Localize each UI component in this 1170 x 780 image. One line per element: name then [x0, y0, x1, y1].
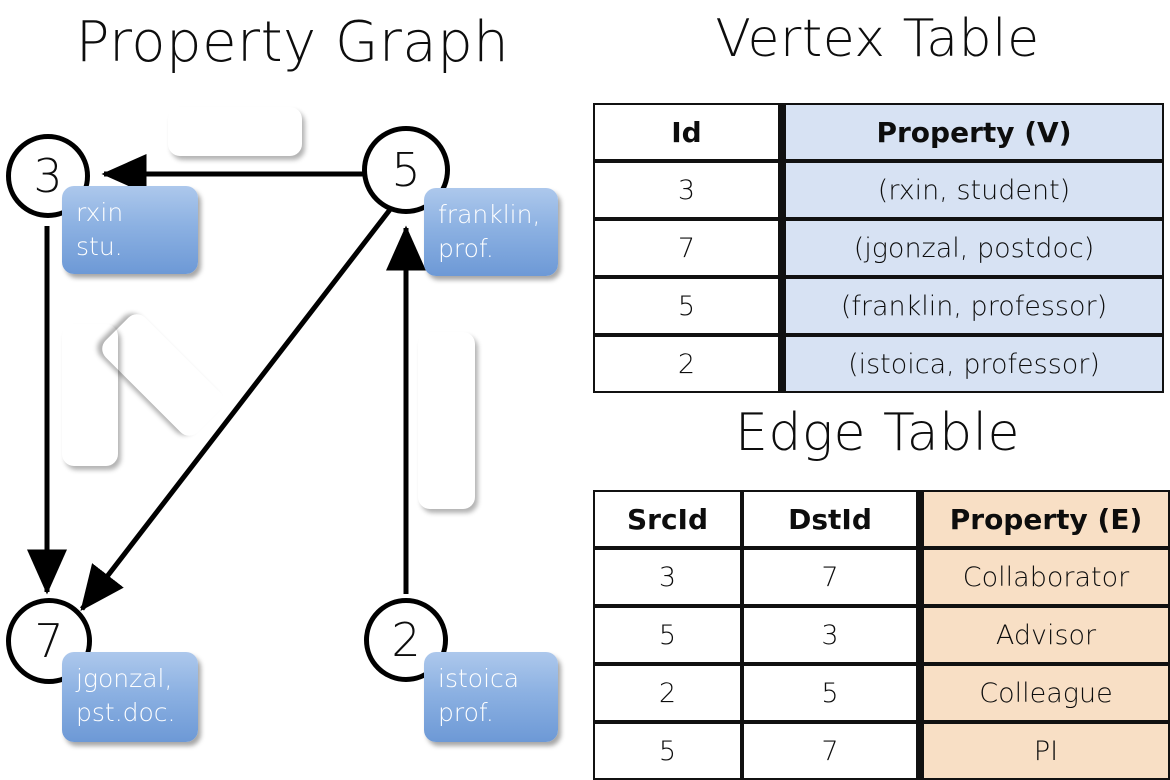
vertex-property-box-3: rxin stu. — [62, 186, 198, 274]
edge-label-text: Collab. — [74, 348, 106, 442]
colleague-label: Colleague — [418, 332, 475, 509]
vertex_table-header-cell: Id — [593, 103, 780, 161]
graph-edges-svg — [27, 154, 426, 611]
column-gap — [918, 606, 922, 664]
vertex-property-line: prof. — [438, 234, 494, 263]
vertex-property-line: rxin — [76, 198, 124, 227]
graph-node-2[interactable]: 2 — [364, 598, 448, 682]
edge_table-cell: 5 — [593, 606, 742, 664]
table-row: 3(rxin, student) — [593, 161, 1164, 219]
edge_table-header-cell: Property (E) — [922, 490, 1170, 548]
vertex_table-cell: (rxin, student) — [784, 161, 1164, 219]
vertex-property-box-5: franklin, prof. — [424, 188, 558, 276]
edge_table-cell: Colleague — [922, 664, 1170, 722]
edge-5-to-7 — [80, 205, 394, 611]
vertex_table-cell: 2 — [593, 335, 780, 393]
vertex-property-line: stu. — [76, 232, 123, 261]
edge_table-cell: Advisor — [922, 606, 1170, 664]
edge-label-text: PI — [143, 355, 183, 395]
edge_table-cell: 7 — [742, 722, 918, 780]
vertex_table-cell: 7 — [593, 219, 780, 277]
page-title-edge-table: Edge Table — [734, 403, 1021, 463]
graph-node-5[interactable]: 5 — [362, 126, 450, 214]
column-gap — [780, 219, 784, 277]
vertex-property-line: istoica — [438, 664, 520, 693]
vertex_table-cell: 3 — [593, 161, 780, 219]
page-title-property-graph: Property Graph — [75, 10, 510, 75]
edge_table-cell: 5 — [742, 664, 918, 722]
vertex_table-header-cell: Property (V) — [784, 103, 1164, 161]
edge_table-cell: 3 — [593, 548, 742, 606]
vertex-property-box-2: istoica prof. — [424, 652, 558, 742]
vertex_table-cell: (istoica, professor) — [784, 335, 1164, 393]
edge_table-cell: Collaborator — [922, 548, 1170, 606]
edge_table-cell: 5 — [593, 722, 742, 780]
vertex-property-line: jgonzal, — [76, 664, 173, 693]
vertex-property-line: pst.doc. — [76, 698, 176, 727]
column-gap — [780, 335, 784, 393]
edge-label-text: Colleague — [431, 353, 462, 488]
vertex_table-cell: (franklin, professor) — [784, 277, 1164, 335]
vertex_table-cell: 5 — [593, 277, 780, 335]
edge_table-cell: 7 — [742, 548, 918, 606]
edge_table-cell: PI — [922, 722, 1170, 780]
vertex_table-cell: (jgonzal, postdoc) — [784, 219, 1164, 277]
edge-label-text: Advisor — [184, 116, 286, 147]
table-row: 2(istoica, professor) — [593, 335, 1164, 393]
vertex-property-line: prof. — [438, 698, 494, 727]
page-title-vertex-table: Vertex Table — [715, 9, 1040, 69]
column-gap — [918, 548, 922, 606]
table-row: 7(jgonzal, postdoc) — [593, 219, 1164, 277]
advisor-label: Advisor — [168, 107, 302, 156]
edge_table-cell: 2 — [593, 664, 742, 722]
vertex-property-box-7: jgonzal, pst.doc. — [62, 652, 198, 742]
column-gap — [780, 277, 784, 335]
column-gap — [780, 161, 784, 219]
edge_table-header-cell: DstId — [742, 490, 918, 548]
table-row: 5(franklin, professor) — [593, 277, 1164, 335]
column-gap — [918, 664, 922, 722]
column-gap — [918, 490, 922, 548]
vertex-property-line: franklin, — [438, 200, 541, 229]
edge_table-cell: 3 — [742, 606, 918, 664]
column-gap — [780, 103, 784, 161]
edge_table-header-cell: SrcId — [593, 490, 742, 548]
